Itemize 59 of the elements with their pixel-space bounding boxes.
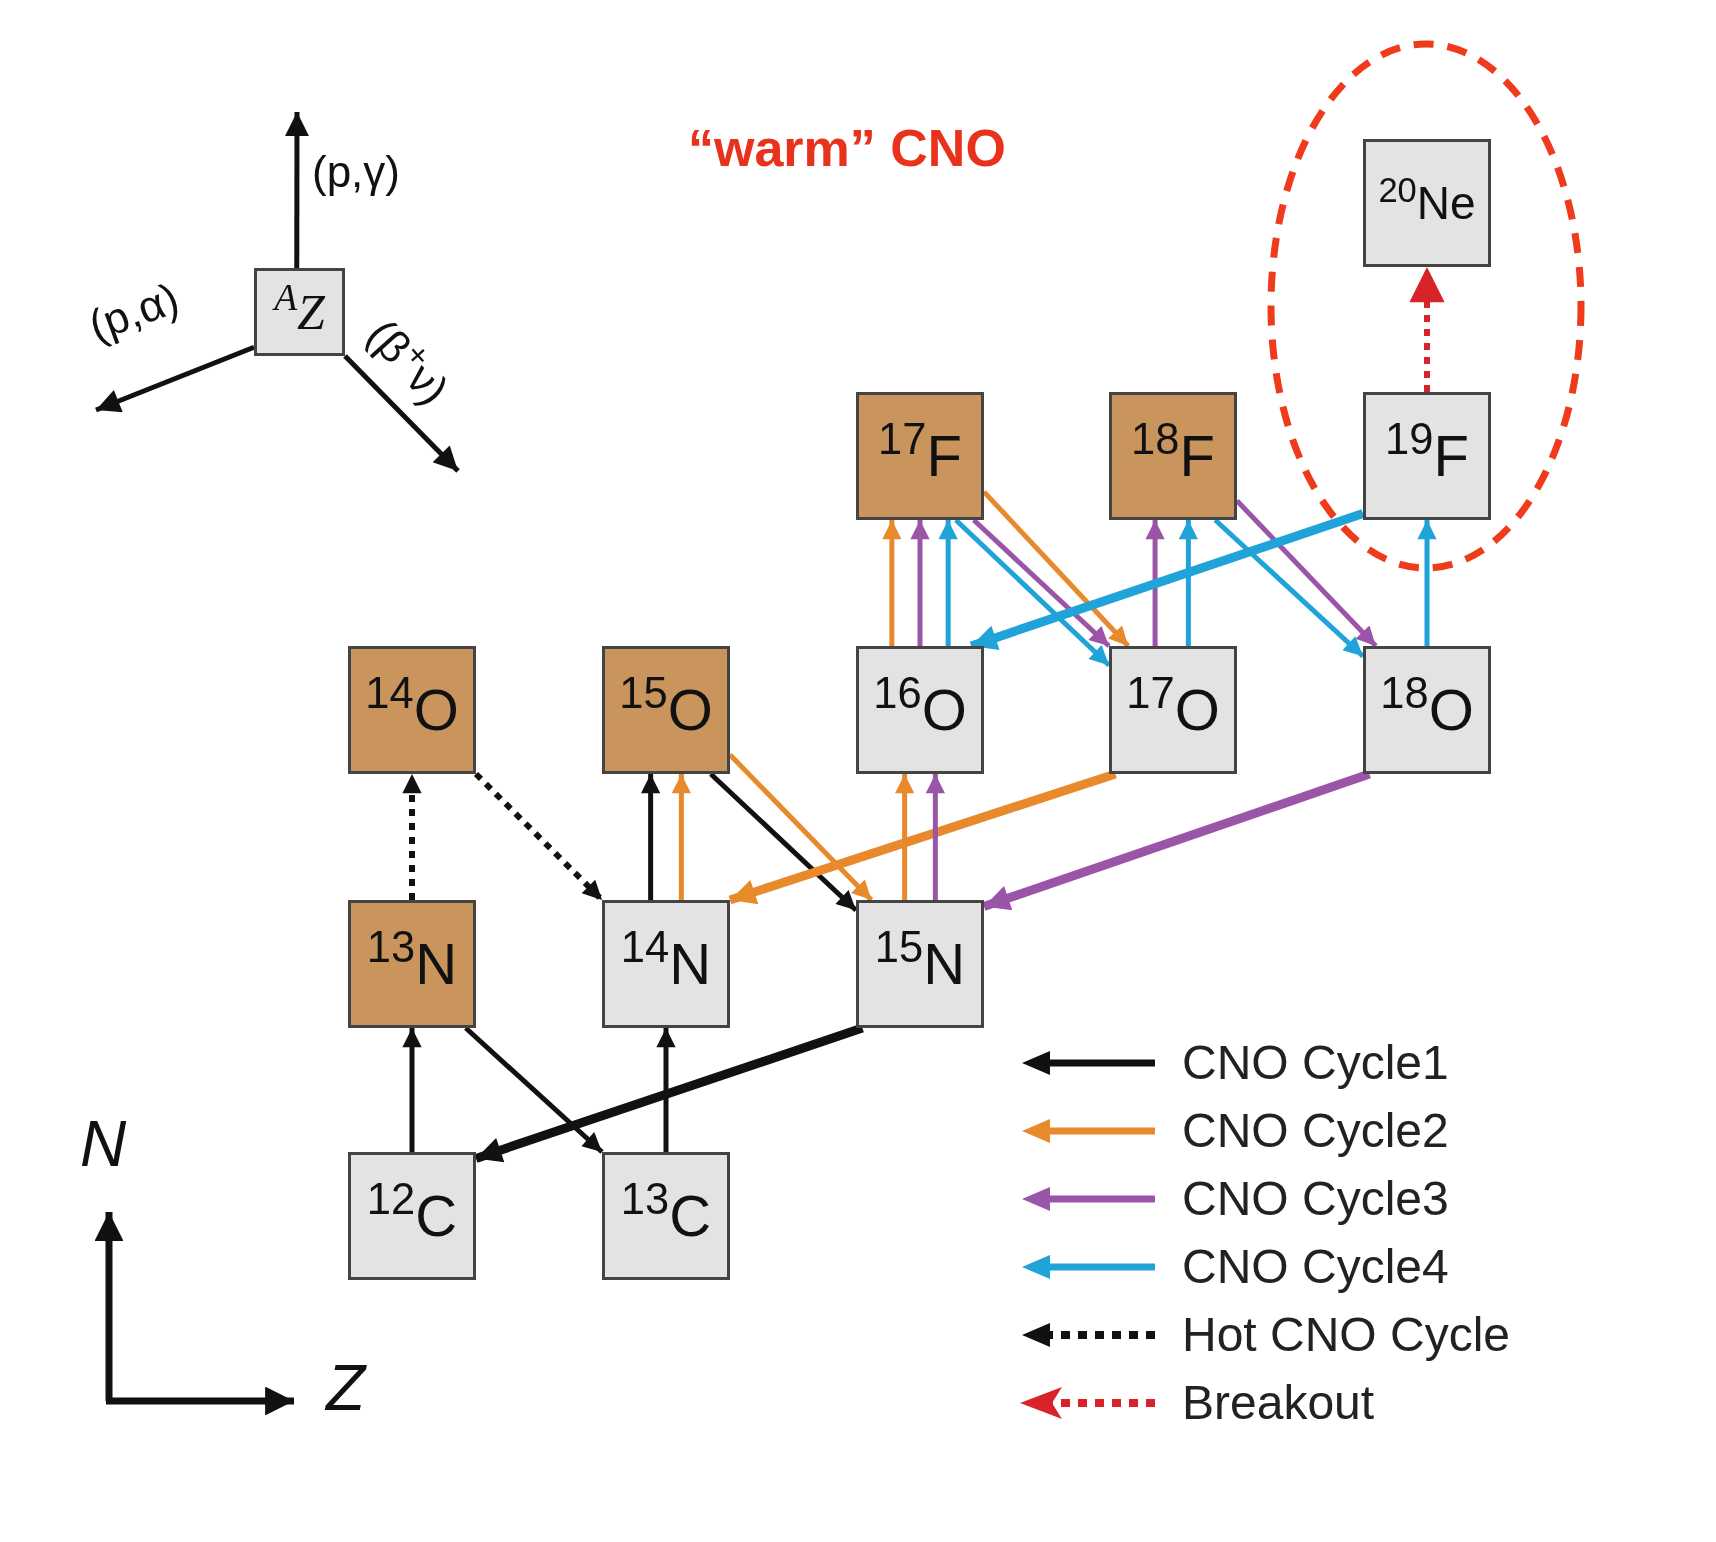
dashed-ellipse	[1267, 40, 1585, 572]
nuclide-box	[602, 646, 730, 774]
nuclide-box	[602, 1152, 730, 1280]
region-label: “warm” CNO	[688, 122, 1006, 174]
reaction-arrow	[464, 1026, 604, 1154]
nuclide-box	[856, 392, 984, 520]
reaction-arrow	[656, 1028, 676, 1152]
nuclide-box	[1109, 392, 1237, 520]
legend-label: CNO Cycle1	[1182, 1039, 1449, 1087]
nuclide-label: $^{20}$Ne	[1378, 180, 1476, 226]
nuclide-box	[348, 646, 476, 774]
reaction-arrow	[671, 774, 691, 900]
nuclide-box	[856, 900, 984, 1028]
legend-label: CNO Cycle2	[1182, 1107, 1449, 1155]
nuclide-box	[1109, 646, 1237, 774]
nuclide-box	[1363, 139, 1491, 267]
edge-label: (p,γ)	[312, 150, 400, 194]
reaction-arrow	[473, 771, 605, 903]
key-arrow	[95, 344, 255, 413]
reaction-arrow	[641, 774, 661, 900]
key-symbol: $^{A}$Z	[274, 287, 325, 337]
reaction-arrow	[982, 769, 1371, 911]
reaction-arrow	[954, 518, 1111, 667]
reaction-arrow	[728, 769, 1117, 905]
nuclide-box	[1363, 646, 1491, 774]
axis-label: Z	[326, 1356, 366, 1420]
reaction-arrow	[895, 774, 915, 900]
nuclide-box	[348, 900, 476, 1028]
reaction-arrow	[474, 1023, 864, 1163]
key-arrow	[343, 354, 460, 473]
nuclide-box	[1363, 392, 1491, 520]
nuclide-box	[602, 900, 730, 1028]
reaction-arrow	[910, 520, 930, 646]
reaction-arrow	[969, 509, 1365, 651]
reaction-arrow	[972, 518, 1111, 648]
reaction-arrow	[1145, 520, 1165, 646]
nuclide-box	[348, 1152, 476, 1280]
reaction-arrow	[402, 774, 422, 900]
edge-label: (p,α)	[83, 275, 185, 349]
nuclide-key-box	[254, 268, 345, 356]
reaction-arrow	[1417, 520, 1437, 646]
reaction-arrow	[938, 520, 958, 646]
reaction-arrow	[1178, 520, 1198, 646]
legend-label: CNO Cycle4	[1182, 1243, 1449, 1291]
legend-label: CNO Cycle3	[1182, 1175, 1449, 1223]
key-arrow	[284, 112, 309, 268]
legend-label: Hot CNO Cycle	[1182, 1311, 1511, 1359]
reaction-arrow	[982, 490, 1131, 648]
reaction-arrow	[882, 520, 902, 646]
reaction-arrow	[925, 774, 945, 900]
reaction-arrow	[1213, 518, 1365, 659]
legend-label: Breakout	[1182, 1379, 1375, 1427]
reaction-arrow	[709, 772, 858, 913]
nuclide-box	[856, 646, 984, 774]
reaction-arrow	[1409, 267, 1445, 392]
reaction-arrow	[1235, 499, 1378, 648]
reaction-arrow	[402, 1028, 422, 1152]
reaction-arrow	[728, 753, 874, 902]
axis-label: N	[80, 1112, 127, 1176]
